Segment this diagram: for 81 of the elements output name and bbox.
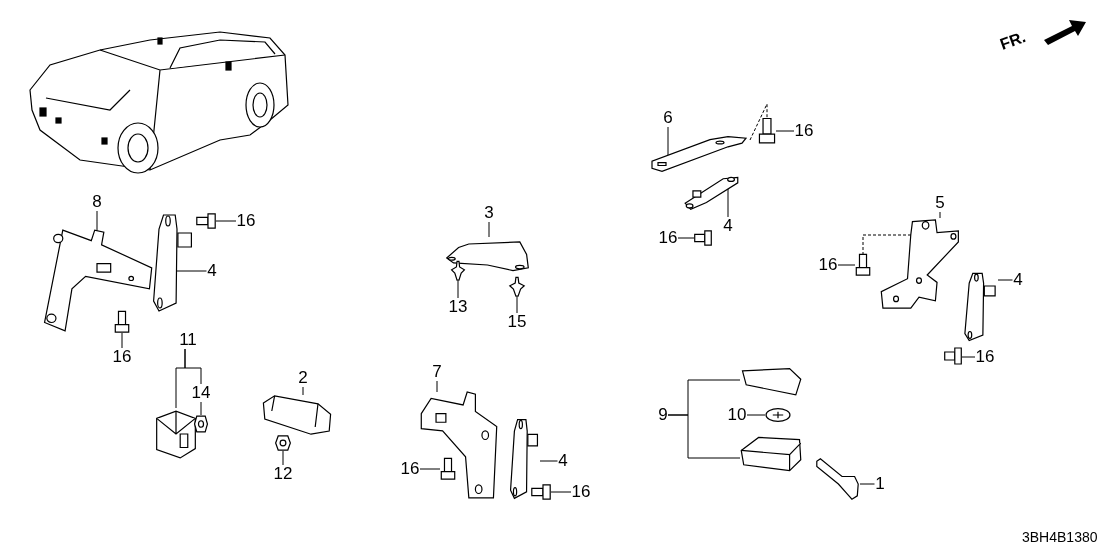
bracket-drawing bbox=[650, 136, 750, 172]
sensor-stay-drawing bbox=[150, 213, 195, 313]
leader-line bbox=[667, 414, 741, 459]
cover-drawing bbox=[740, 368, 802, 396]
leader-line bbox=[961, 356, 976, 358]
bracket-drawing bbox=[878, 218, 960, 310]
callout-number: 9 bbox=[657, 406, 669, 424]
leader-line bbox=[436, 380, 438, 393]
bolt-drawing bbox=[440, 458, 456, 480]
leader-line bbox=[667, 126, 669, 156]
leader-line bbox=[457, 280, 459, 299]
sensor-drawing bbox=[155, 408, 197, 460]
bracket-drawing bbox=[418, 392, 500, 500]
callout-number: 4 bbox=[557, 452, 569, 470]
callout-number: 4 bbox=[206, 262, 218, 280]
bolt-drawing bbox=[758, 118, 776, 144]
leader-line bbox=[302, 386, 304, 396]
leader-line bbox=[215, 220, 237, 222]
leader-line bbox=[550, 491, 572, 493]
clip-drawing bbox=[450, 261, 466, 281]
clip-drawing bbox=[508, 277, 526, 297]
callout-number: 10 bbox=[727, 406, 747, 424]
bolt-drawing bbox=[196, 212, 216, 230]
callout-number: 16 bbox=[818, 256, 838, 274]
leader-line bbox=[859, 483, 875, 485]
callout-number: 16 bbox=[975, 348, 995, 366]
bolt-drawing bbox=[531, 483, 551, 501]
leader-line bbox=[282, 450, 284, 466]
battery-drawing bbox=[765, 407, 791, 423]
leader-line bbox=[746, 414, 766, 416]
sensor-stay-drawing bbox=[684, 176, 740, 210]
module-drawing bbox=[262, 395, 332, 435]
callout-number: 6 bbox=[662, 109, 674, 127]
callout-number: 16 bbox=[571, 483, 591, 501]
leader-line bbox=[939, 211, 941, 219]
leader-line bbox=[184, 348, 202, 385]
callout-number: 11 bbox=[178, 331, 198, 349]
callout-number: 4 bbox=[1012, 271, 1024, 289]
leader-line bbox=[516, 296, 518, 314]
leader-line bbox=[727, 188, 729, 218]
alignment-line bbox=[862, 234, 912, 255]
leader-line bbox=[677, 237, 695, 239]
nut-drawing bbox=[275, 435, 291, 451]
callout-number: 4 bbox=[722, 217, 734, 235]
sensor-stay-drawing bbox=[962, 272, 998, 342]
drawing-number: 3BH4B1380 bbox=[1022, 528, 1098, 546]
bolt-drawing bbox=[694, 229, 712, 247]
leader-line bbox=[488, 221, 490, 238]
leader-line bbox=[837, 264, 856, 266]
leader-line bbox=[419, 468, 441, 470]
leader-line bbox=[775, 130, 795, 132]
bolt-drawing bbox=[855, 254, 871, 276]
bolt-drawing bbox=[114, 311, 130, 333]
key-blade-drawing bbox=[815, 458, 860, 500]
callout-number: 12 bbox=[273, 465, 293, 483]
callout-number: 3 bbox=[483, 204, 495, 222]
key-case-drawing bbox=[740, 436, 802, 472]
callout-number: 16 bbox=[400, 460, 420, 478]
callout-number: 16 bbox=[112, 348, 132, 366]
leader-line bbox=[200, 401, 202, 416]
callout-number: 16 bbox=[658, 229, 678, 247]
callout-number: 15 bbox=[507, 313, 527, 331]
callout-number: 1 bbox=[874, 475, 886, 493]
nut-drawing bbox=[194, 415, 208, 433]
leader-line bbox=[997, 279, 1013, 281]
callout-number: 2 bbox=[297, 369, 309, 387]
callout-number: 16 bbox=[794, 122, 814, 140]
alignment-line bbox=[749, 103, 768, 141]
callout-number: 14 bbox=[191, 384, 211, 402]
bolt-drawing bbox=[944, 346, 962, 366]
callout-number: 7 bbox=[431, 363, 443, 381]
callout-number: 16 bbox=[236, 212, 256, 230]
leader-line bbox=[96, 210, 98, 232]
leader-line bbox=[176, 270, 207, 272]
sensor-stay-drawing bbox=[508, 418, 540, 500]
direction-label: FR. bbox=[997, 28, 1029, 54]
callout-number: 8 bbox=[91, 193, 103, 211]
leader-line bbox=[121, 332, 123, 349]
leader-line bbox=[539, 460, 558, 462]
callout-number: 13 bbox=[448, 298, 468, 316]
callout-number: 5 bbox=[934, 194, 946, 212]
